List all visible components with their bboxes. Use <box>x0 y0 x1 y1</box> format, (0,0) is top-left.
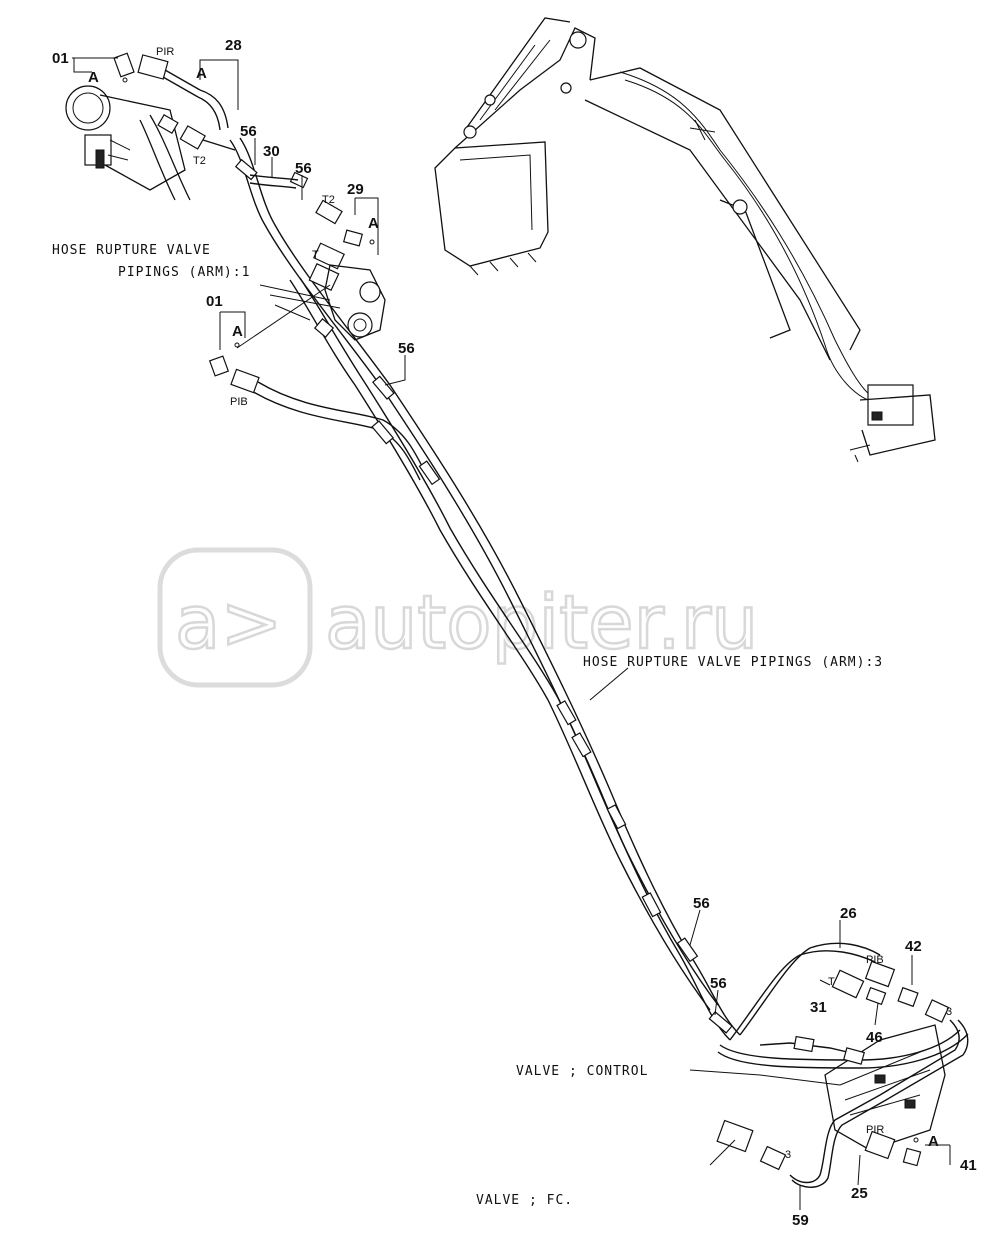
callout-a-top-left: A <box>88 69 99 86</box>
watermark-logo: a> <box>175 580 282 666</box>
callout-a-top: A <box>196 65 207 82</box>
port-label-pib-bottom: PIB <box>866 954 884 966</box>
part-number-30: 30 <box>263 143 280 160</box>
label-arm1-line2: PIPINGS (ARM):1 <box>118 265 250 280</box>
part-number-56-d: 56 <box>693 895 710 912</box>
part-number-56-a: 56 <box>240 123 257 140</box>
excavator-arm-illustration <box>434 17 936 463</box>
callout-a-mid-left: A <box>232 323 243 340</box>
part-number-31: 31 <box>810 999 827 1016</box>
port-label-t-bottom: T <box>828 976 835 988</box>
part-number-26: 26 <box>840 905 857 922</box>
part-number-42: 42 <box>905 938 922 955</box>
control-valve-cluster <box>716 942 969 1188</box>
bottom-right-leaders <box>589 667 951 1210</box>
part-number-01-mid: 01 <box>206 293 223 310</box>
port-label-t2-a: T2 <box>193 155 206 167</box>
part-number-46: 46 <box>866 1029 883 1046</box>
part-number-29: 29 <box>347 181 364 198</box>
watermark: a> autopiter.ru <box>157 547 759 688</box>
part-number-01-top: 01 <box>52 50 69 67</box>
port-label-pib-top: PIB <box>230 396 248 408</box>
port-label-pir-bottom: PIR <box>866 1124 884 1136</box>
callout-a-mid-right: A <box>368 215 379 232</box>
part-number-41: 41 <box>960 1157 977 1174</box>
part-number-56-b: 56 <box>295 160 312 177</box>
port-label-three-b: 3 <box>785 1149 791 1161</box>
part-number-56-e: 56 <box>710 975 727 992</box>
port-label-three-a: 3 <box>946 1006 952 1018</box>
label-valve-fc: VALVE ; FC. <box>476 1193 573 1208</box>
port-label-t2-b: T2 <box>322 194 335 206</box>
top-left-leaders <box>72 57 406 386</box>
part-number-56-c: 56 <box>398 340 415 357</box>
part-number-28: 28 <box>225 37 242 54</box>
watermark-text: autopiter.ru <box>325 580 758 666</box>
port-label-t-top: T <box>312 249 319 261</box>
label-arm3: HOSE RUPTURE VALVE PIPINGS (ARM):3 <box>583 655 883 670</box>
main-pipe-runs <box>229 137 741 1041</box>
label-arm1-line1: HOSE RUPTURE VALVE <box>52 243 211 258</box>
label-valve-control: VALVE ; CONTROL <box>516 1064 648 1079</box>
watermark-logo-frame <box>157 547 313 688</box>
part-number-25: 25 <box>851 1185 868 1202</box>
top-left-fittings <box>65 52 386 394</box>
part-number-59: 59 <box>792 1212 809 1229</box>
callout-a-bottom: A <box>928 1133 939 1150</box>
port-label-pir-top: PIR <box>156 46 174 58</box>
